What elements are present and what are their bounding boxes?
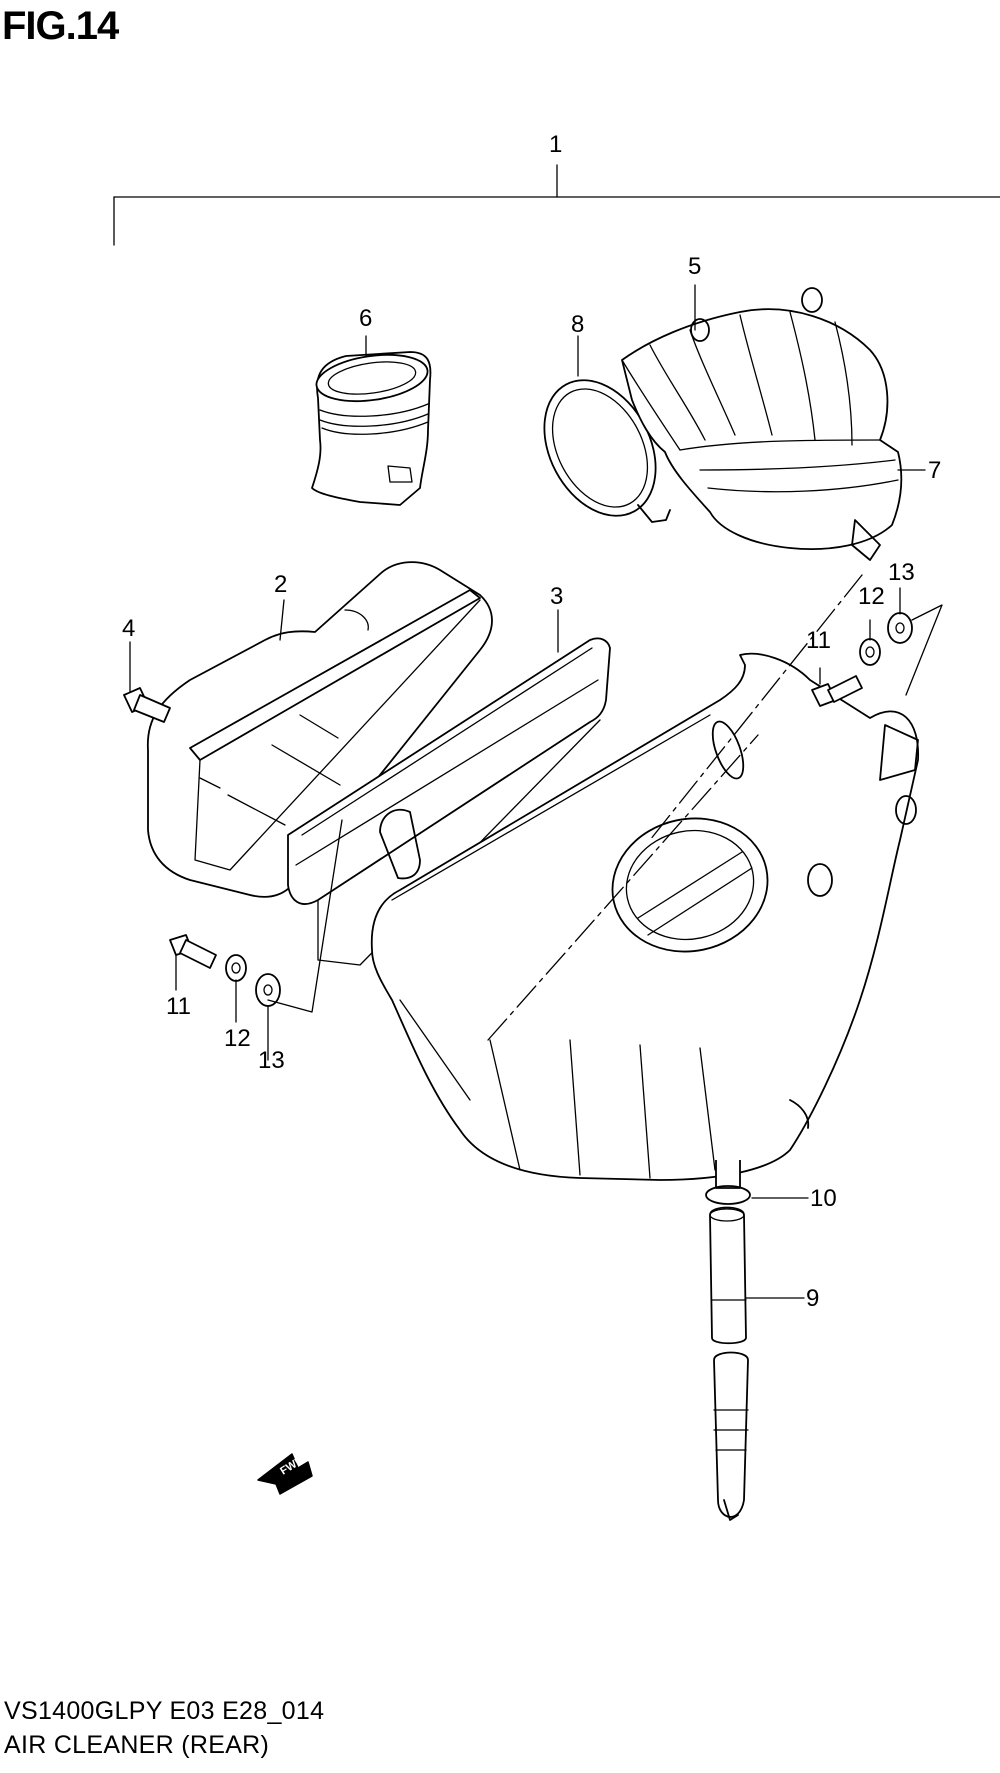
figure-title: FIG.14 — [2, 4, 119, 48]
callout-3: 3 — [550, 583, 563, 610]
callout-9: 9 — [806, 1285, 819, 1312]
callout-10: 10 — [810, 1185, 837, 1212]
part-6-intake-duct — [311, 351, 432, 506]
callout-1: 1 — [549, 131, 562, 158]
part-7-outlet-tube — [621, 287, 903, 561]
callout-numbers: 1 5 6 8 7 2 3 4 13 12 11 11 12 13 10 9 — [122, 131, 941, 1312]
figure-caption: AIR CLEANER (REAR) — [4, 1731, 270, 1759]
callout-11-right: 11 — [806, 627, 831, 654]
callout-5: 5 — [688, 253, 701, 280]
hardware-right-11-12-13 — [811, 612, 913, 707]
figure-model-code: VS1400GLPY E03 E28_014 — [4, 1697, 325, 1725]
part-4-bolt — [123, 687, 171, 723]
callout-12-left: 12 — [224, 1025, 251, 1052]
part-9-drain-plug — [705, 1160, 751, 1521]
callout-12-right: 12 — [858, 583, 885, 610]
callout-7: 7 — [928, 457, 941, 484]
callout-6: 6 — [359, 305, 372, 332]
hardware-left-11-12-13 — [169, 934, 281, 1007]
part-2-cover — [146, 561, 493, 898]
callout-11-left: 11 — [166, 993, 191, 1020]
callout-13-right: 13 — [888, 559, 915, 586]
part-3-filter-element — [287, 637, 611, 966]
callout-4: 4 — [122, 615, 135, 642]
callout-2: 2 — [274, 571, 287, 598]
assembly-bracket-1 — [113, 164, 1000, 246]
main-air-cleaner-case — [370, 652, 919, 1181]
callout-13-left: 13 — [258, 1047, 285, 1074]
callout-8: 8 — [571, 311, 584, 338]
fwd-arrow-indicator: FWD — [257, 1453, 313, 1495]
leader-lines — [129, 284, 943, 1299]
